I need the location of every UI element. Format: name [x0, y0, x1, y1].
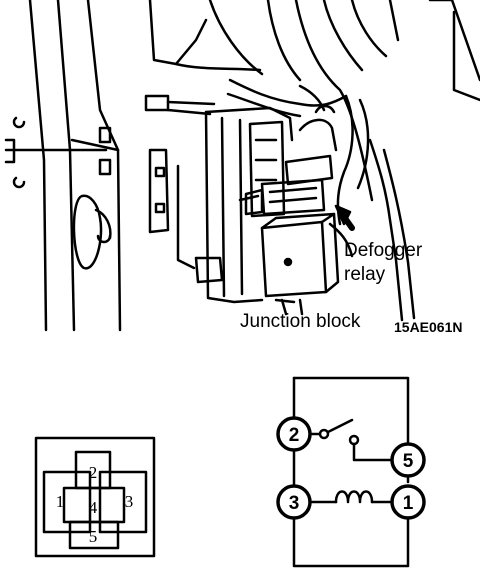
terminal-1-label: 1	[403, 493, 414, 514]
terminal-1-circle	[390, 484, 426, 520]
relay-circuit-schematic	[292, 376, 410, 568]
connector-pin-2: 2	[89, 463, 98, 482]
terminal-5-label: 5	[403, 451, 414, 472]
terminal-3-circle	[276, 484, 312, 520]
terminal-2-circle	[276, 416, 312, 452]
junction-block-label: Junction block	[240, 311, 361, 332]
connector-pin-5: 5	[89, 527, 98, 546]
terminal-5-circle	[390, 442, 426, 478]
defogger-relay-label-line1: Defogger	[344, 240, 423, 261]
relay-connector-face	[34, 436, 156, 558]
connector-pin-4: 4	[89, 498, 98, 517]
terminal-2-label: 2	[289, 425, 300, 446]
figure-code: 15AE061N	[394, 319, 463, 335]
vehicle-illustration	[4, 0, 480, 332]
connector-pin-3: 3	[125, 492, 134, 511]
defogger-relay-label-line2: relay	[344, 264, 386, 285]
terminal-3-label: 3	[289, 493, 300, 514]
circuit-terminals	[276, 416, 426, 520]
connector-pin-1: 1	[56, 492, 65, 511]
